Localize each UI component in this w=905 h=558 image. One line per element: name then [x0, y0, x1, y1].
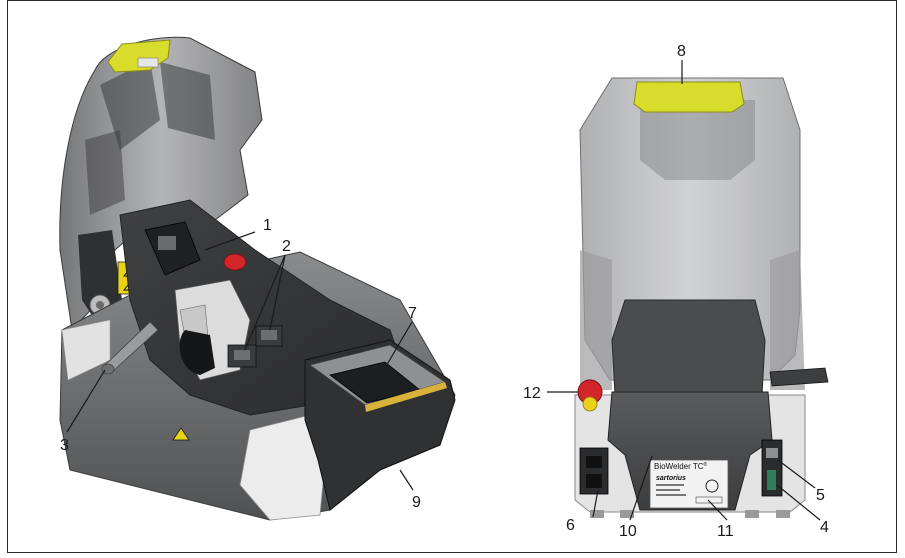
leader-line-7 [384, 321, 413, 369]
tube-holder-1-slot [234, 350, 250, 360]
foot [776, 510, 790, 518]
leader-line-10 [629, 455, 653, 521]
blade-slot [158, 236, 176, 250]
usb-port[interactable] [767, 470, 776, 490]
foot [620, 510, 634, 518]
callout-12: 12 [523, 385, 541, 402]
leader-lines [66, 60, 821, 521]
ce-mark-icon [695, 496, 723, 504]
lid-window-right [160, 62, 215, 140]
callout-2: 2 [282, 238, 291, 255]
leader-line-11 [707, 499, 728, 521]
leader-line-2b [269, 254, 286, 331]
type-plate-line [656, 484, 684, 486]
rear-wing-left [580, 250, 612, 390]
rear-view-device: BioWelder TC® sartorius [574, 77, 829, 518]
callout-5: 5 [816, 487, 825, 504]
leader-line-9 [399, 469, 414, 491]
lid-handle-yellow-rear [633, 81, 745, 113]
type-plate-brand: sartorius [656, 475, 686, 482]
leader-line-5 [777, 459, 816, 489]
leader-line-6 [592, 489, 599, 518]
power-switch[interactable] [586, 456, 602, 468]
callout-1: 1 [263, 217, 272, 234]
callout-8: 8 [677, 43, 686, 60]
ethernet-port[interactable] [766, 448, 778, 458]
tube-guide-rear [769, 367, 829, 387]
lid-latch [137, 57, 159, 68]
leader-line-4 [776, 484, 821, 521]
callout-7: 7 [408, 305, 417, 322]
rear-inner-block [611, 299, 766, 396]
tube-clamp [179, 330, 215, 375]
callout-4: 4 [820, 519, 829, 536]
callout-6: 6 [566, 517, 575, 534]
type-plate-title: BioWelder TC® [654, 461, 708, 471]
lid-window-lower [85, 130, 125, 215]
leader-line-2a [244, 254, 286, 351]
rear-wing-right [770, 250, 805, 390]
hinge-knob-center [96, 301, 104, 309]
display-brand-text: sartorius [344, 348, 364, 358]
lid-window-left [100, 60, 160, 150]
certification-icon [705, 479, 719, 493]
display-accent-strip [365, 382, 447, 412]
callout-11: 11 [717, 523, 734, 540]
base-warning-icon [172, 427, 190, 441]
tube-holder-2-slot [261, 330, 277, 340]
foot [745, 510, 759, 518]
callout-9: 9 [412, 494, 421, 511]
emergency-stop-button-front [223, 253, 247, 271]
leader-line-3 [66, 369, 106, 433]
emergency-stop-collar [582, 396, 598, 412]
front-view-device: sartorius [59, 36, 456, 521]
leader-line-1 [204, 231, 256, 251]
callout-numbers: 1 2 3 4 5 6 7 8 9 10 11 12 [60, 43, 829, 540]
hinge-arm [78, 230, 122, 320]
callout-3: 3 [60, 437, 69, 454]
type-plate-line [656, 494, 686, 496]
foot [590, 510, 604, 518]
callout-10: 10 [619, 523, 637, 540]
tube-guide-end [101, 363, 115, 375]
power-socket [586, 474, 602, 488]
type-plate-line [656, 489, 680, 491]
rear-lid-window [640, 100, 755, 180]
rear-body [607, 391, 773, 511]
